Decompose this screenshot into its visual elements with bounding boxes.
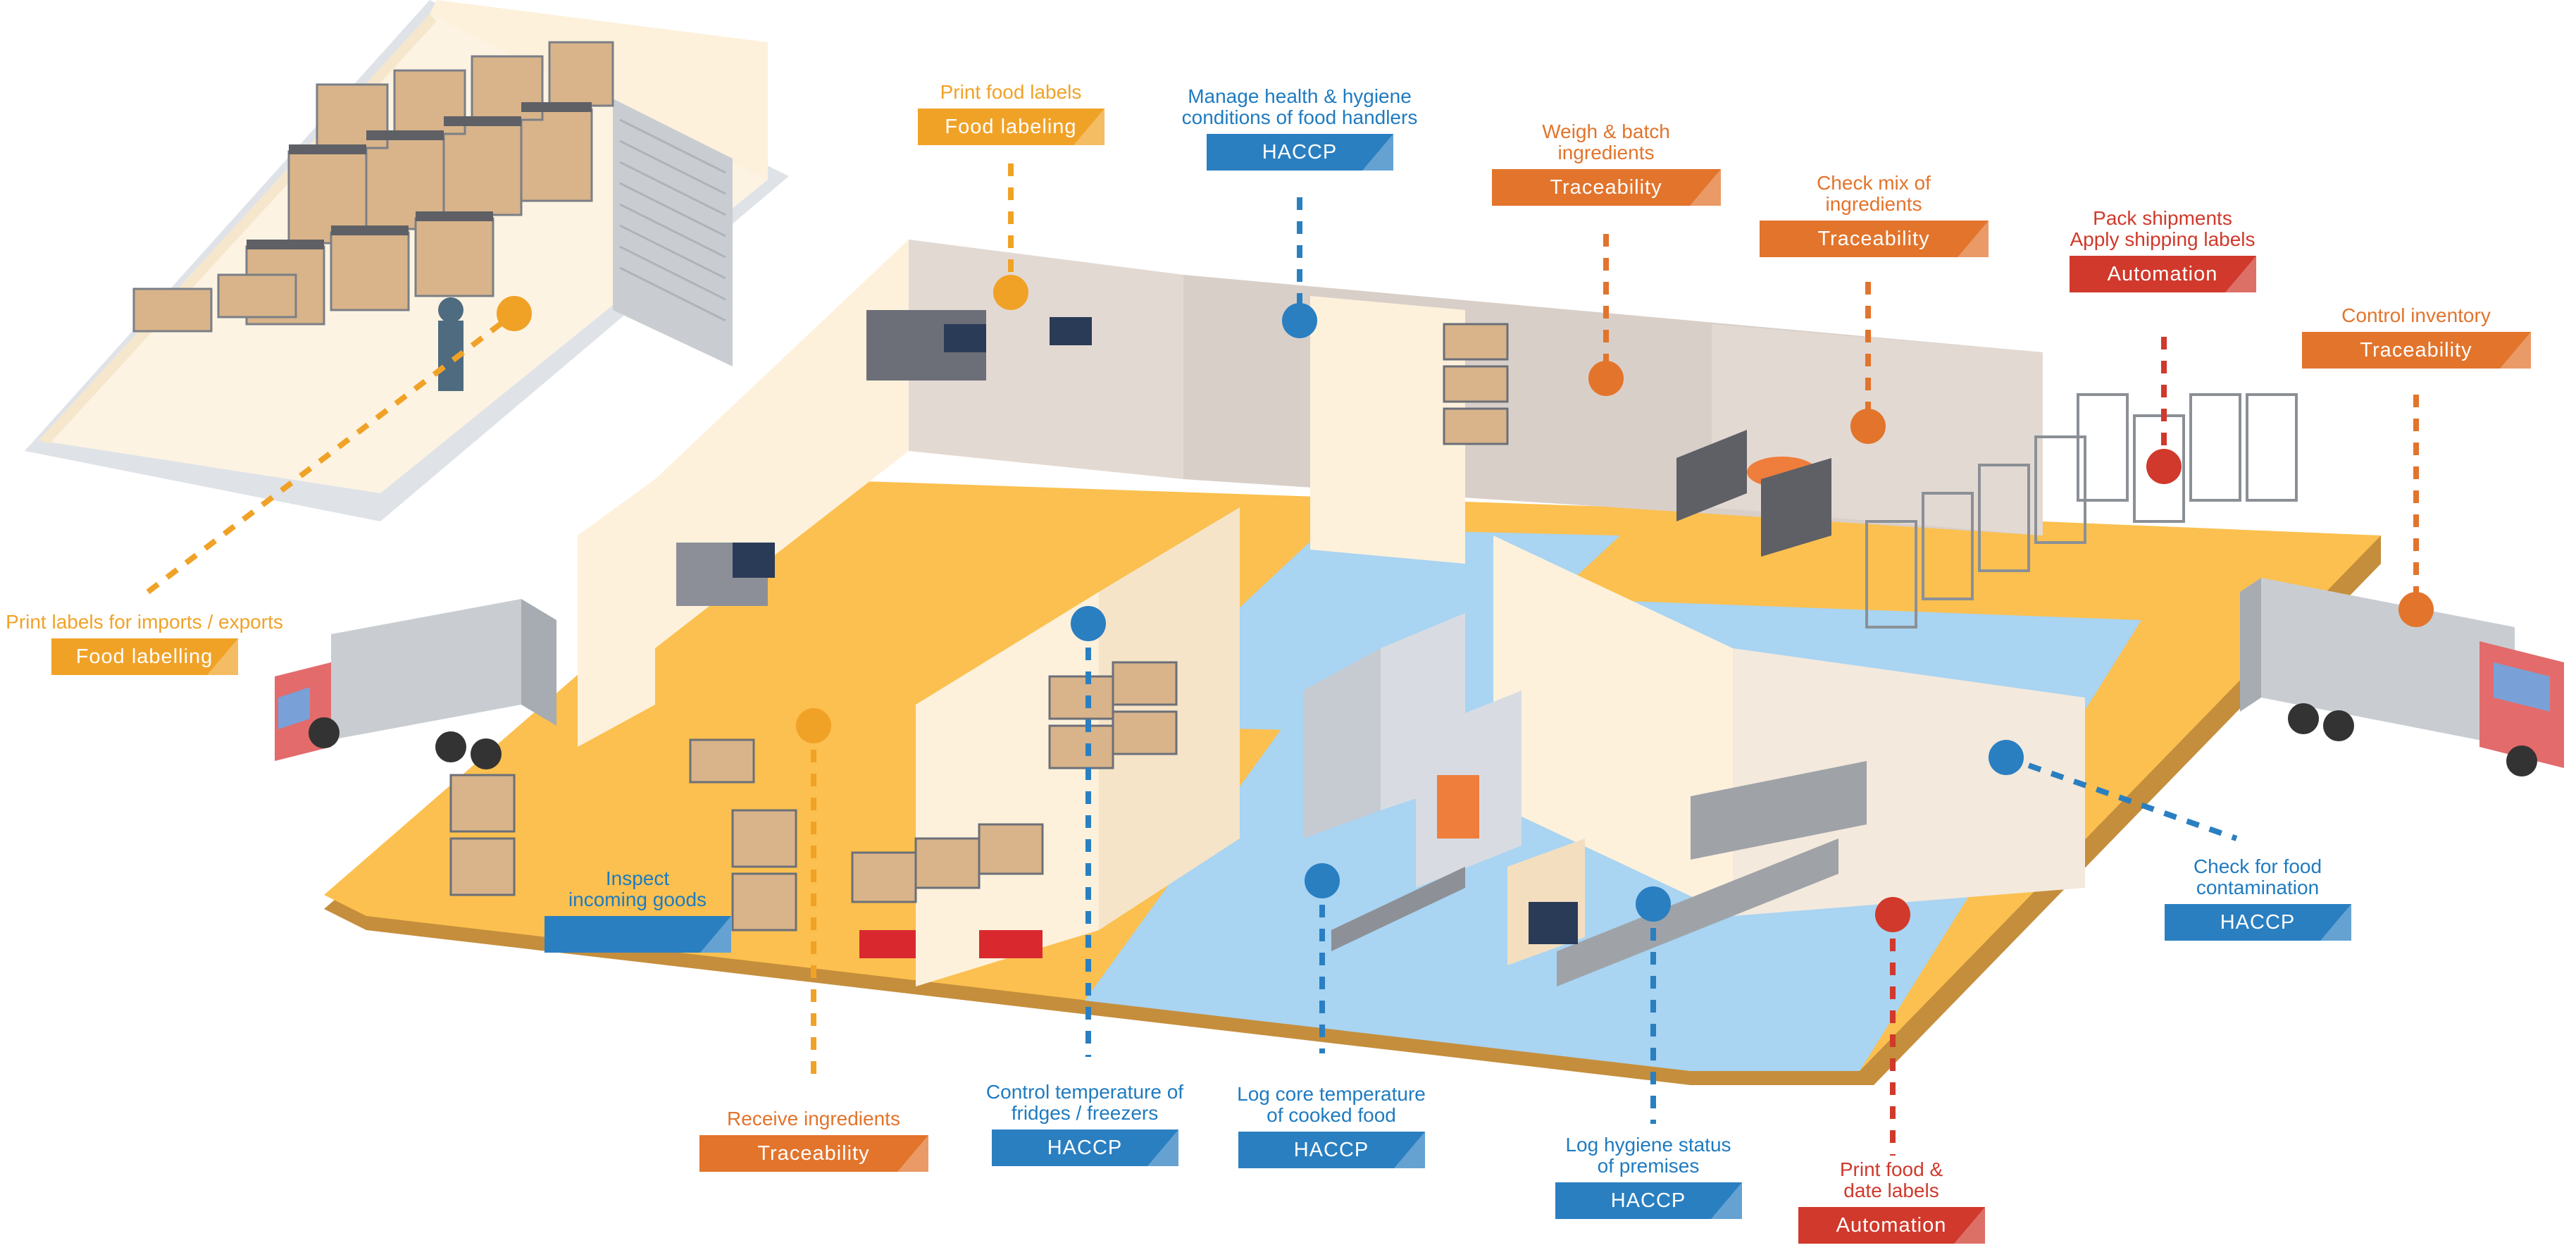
callout-log-core-temperature: Log core temperature of cooked food HACC…: [1197, 1084, 1465, 1172]
haccp-badge: HACCP: [1238, 1132, 1425, 1168]
callout-log-hygiene-status: Log hygiene status of premises HACCP: [1522, 1134, 1775, 1223]
callout-inspect-incoming-goods: Inspect incoming goods: [521, 868, 754, 956]
callout-caption: Receive ingredients: [727, 1108, 900, 1130]
callout-control-temperature-fridges: Control temperature of fridges / freezer…: [951, 1082, 1219, 1170]
automation-badge: Automation: [2069, 256, 2256, 292]
callout-caption: Log hygiene status of premises: [1565, 1134, 1731, 1177]
haccp-badge: HACCP: [1206, 134, 1393, 171]
callout-caption: Manage health & hygiene conditions of fo…: [1181, 85, 1418, 128]
callout-manage-health-hygiene: Manage health & hygiene conditions of fo…: [1155, 86, 1444, 174]
callout-caption: Print food & date labels: [1839, 1158, 1943, 1201]
traceability-badge: Traceability: [1759, 221, 1989, 257]
callout-receive-ingredients: Receive ingredients Traceability: [683, 1108, 944, 1175]
callout-weigh-batch-ingredients: Weigh & batch ingredients Traceability: [1479, 121, 1733, 209]
traceability-badge: Traceability: [2301, 332, 2531, 369]
food-labeling-badge: Food labeling: [917, 109, 1105, 145]
callout-pack-shipments: Pack shipments Apply shipping labels Aut…: [2022, 208, 2303, 296]
haccp-badge: HACCP: [2164, 904, 2351, 941]
callout-caption: Check mix of ingredients: [1817, 172, 1931, 215]
warehouse: [25, 0, 789, 521]
callout-check-mix-ingredients: Check mix of ingredients Traceability: [1747, 173, 2001, 261]
food-labelling-badge: Food labelling: [51, 638, 238, 675]
callout-print-food-labels: Print food labels Food labeling: [895, 82, 1127, 149]
callout-caption: Check for food contamination: [2193, 855, 2322, 898]
traceability-badge: Traceability: [1491, 169, 1721, 206]
callout-caption: Inspect incoming goods: [568, 867, 707, 910]
callout-caption: Print food labels: [940, 81, 1082, 103]
automation-badge: Automation: [1798, 1207, 1985, 1244]
callout-caption: Weigh & batch ingredients: [1542, 120, 1670, 163]
callout-leaders: [146, 163, 2419, 1156]
incoming-truck: [275, 599, 556, 769]
haccp-badge: HACCP: [1555, 1182, 1742, 1219]
callout-caption: Control temperature of fridges / freezer…: [985, 1081, 1184, 1124]
callout-markers: [497, 275, 2434, 932]
inspect-badge: [544, 916, 731, 953]
haccp-badge: HACCP: [991, 1130, 1178, 1166]
main-floor: [324, 240, 2381, 1085]
callout-print-labels-imports-exports: Print labels for imports / exports Food …: [0, 612, 289, 679]
callout-caption: Control inventory: [2341, 304, 2491, 326]
traceability-badge: Traceability: [699, 1135, 928, 1172]
callout-caption: Pack shipments Apply shipping labels: [2070, 207, 2255, 250]
callout-check-food-contamination: Check for food contamination HACCP: [2141, 856, 2374, 944]
callout-caption: Log core temperature of cooked food: [1237, 1083, 1426, 1126]
callout-caption: Print labels for imports / exports: [6, 611, 283, 633]
callout-control-inventory: Control inventory Traceability: [2289, 305, 2543, 372]
outgoing-truck: [2240, 578, 2564, 776]
callout-print-food-date-labels: Print food & date labels Automation: [1775, 1159, 2008, 1247]
